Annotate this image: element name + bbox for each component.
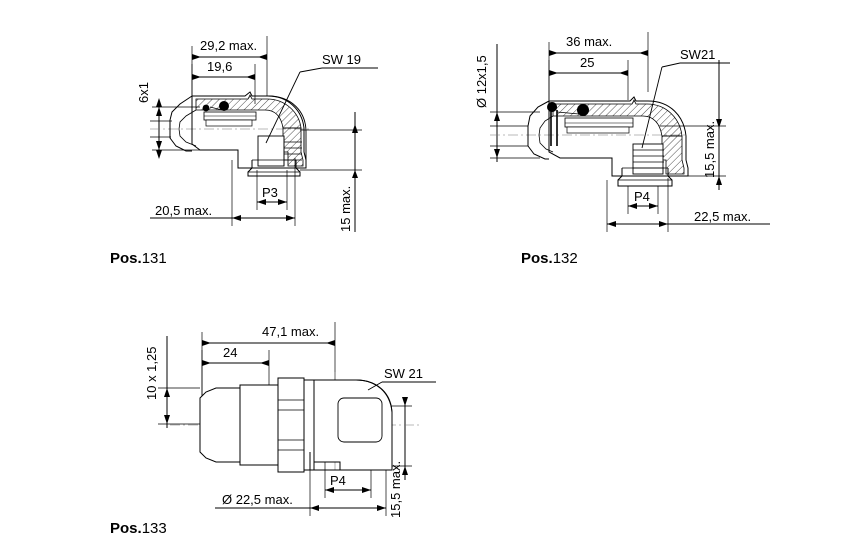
pos132-dim-top-inner: 25 <box>580 55 594 70</box>
pos132-callout-sw: SW21 <box>680 47 715 62</box>
figure-pos131: 29,2 max. 19,6 6x1 15 max. 20,5 max. P3 … <box>136 36 378 232</box>
pos133-caption-number: 133 <box>141 520 167 537</box>
pos131-dim-top-outer: 29,2 max. <box>200 38 257 53</box>
pos131-dim-right-vertical: 15 max. <box>338 186 353 232</box>
pos133-vertical-dim-right <box>402 397 408 480</box>
pos132-dim-top-outer: 36 max. <box>566 34 612 49</box>
pos133-caption-word: Pos. <box>110 520 142 537</box>
pos133-dim-top-outer: 47,1 max. <box>262 324 319 339</box>
pos131-caption: Pos.131 <box>110 250 167 267</box>
pos131-dimension-lines <box>150 54 358 232</box>
pos132-dimension-lines <box>549 50 648 76</box>
pos132-dim-bottom-right: 22,5 max. <box>694 209 751 224</box>
pos132-bottom-dims <box>607 203 770 227</box>
pos133-dim-right-vertical: 15,5 max. <box>388 461 403 518</box>
pos133-dim-bottom-center: P4 <box>330 473 346 488</box>
pos133-dimension-lines <box>202 340 335 366</box>
pos132-callout-leader <box>641 62 730 149</box>
pos131-vertical-dim-6x1 <box>156 104 162 153</box>
pos132-vertical-dim-left <box>494 44 500 162</box>
pos132-caption-number: 132 <box>552 250 578 267</box>
pos131-callout-sw: SW 19 <box>322 52 361 67</box>
pos133-dim-left-vertical: 10 x 1,25 <box>144 347 159 401</box>
figure-pos133: 47,1 max. 24 10 x 1,25 15,5 max. Ø 22,5 … <box>144 322 436 518</box>
figure-pos132: 36 max. 25 Ø 12x1,5 15,5 max. 22,5 max. … <box>474 32 770 232</box>
pos133-vertical-dim-left <box>164 336 170 428</box>
pos131-dim-left-vertical: 6x1 <box>136 82 151 103</box>
pos132-dim-right-vertical: 15,5 max. <box>702 121 717 178</box>
pos131-callout-leader <box>265 67 378 144</box>
pos131-dim-top-inner: 19,6 <box>207 59 232 74</box>
pos131-caption-number: 131 <box>141 250 167 267</box>
pos131-caption-word: Pos. <box>110 250 142 267</box>
pos133-dim-top-inner: 24 <box>223 345 237 360</box>
pos133-callout-leader <box>367 381 436 391</box>
pos132-caption-word: Pos. <box>521 250 553 267</box>
pos133-callout-sw: SW 21 <box>384 366 423 381</box>
pos132-dim-left-vertical: Ø 12x1,5 <box>474 55 489 108</box>
pos132-vertical-dim-right <box>716 60 722 190</box>
pos131-dim-bottom-center: P3 <box>262 185 278 200</box>
pos133-caption: Pos.133 <box>110 520 167 537</box>
pos133-part-outline <box>170 372 420 473</box>
pos133-bottom-dims <box>215 487 386 511</box>
pos132-dim-bottom-center: P4 <box>634 189 650 204</box>
pos132-part-outline <box>490 96 689 187</box>
pos133-dim-bottom-left: Ø 22,5 max. <box>222 492 293 507</box>
pos131-dim-bottom-left: 20,5 max. <box>155 203 212 218</box>
pos132-caption: Pos.132 <box>521 250 578 267</box>
pos131-part-outline <box>150 91 310 177</box>
